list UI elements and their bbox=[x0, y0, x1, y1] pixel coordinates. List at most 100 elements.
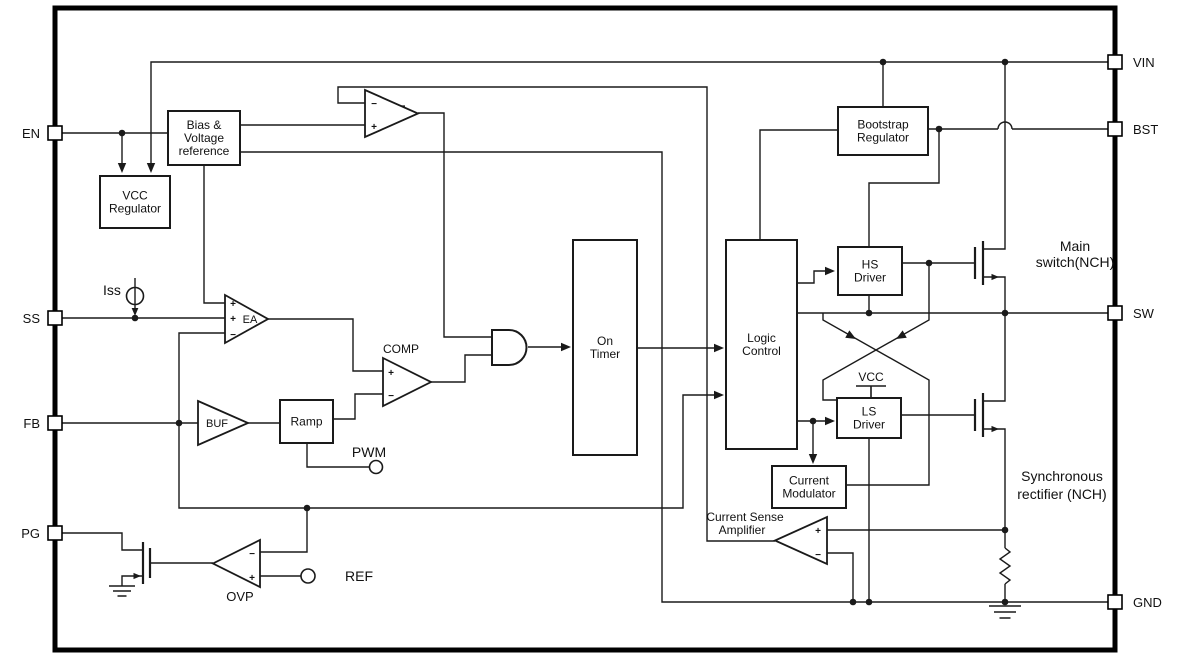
bootstrap-regulator-block-label: Bootstrap bbox=[857, 118, 909, 132]
pin-label-bst: BST bbox=[1133, 122, 1158, 137]
hysteresis-comparator bbox=[364, 88, 421, 139]
pin-gnd bbox=[1107, 594, 1123, 610]
flow-arrow bbox=[991, 425, 999, 433]
csa-minus-label: − bbox=[815, 550, 821, 561]
junction-dot bbox=[131, 314, 139, 322]
pin-en bbox=[47, 125, 63, 141]
ramp-block-label: Ramp bbox=[290, 415, 322, 429]
pin-label-sw: SW bbox=[1133, 306, 1155, 321]
flow-arrow bbox=[896, 330, 907, 339]
pin-label-ss: SS bbox=[23, 311, 41, 326]
wire-vin-rail bbox=[150, 61, 1108, 167]
csa-plus-label: + bbox=[815, 526, 821, 537]
junction-dot bbox=[175, 419, 183, 427]
junction-dot bbox=[1001, 526, 1009, 534]
junction-dot bbox=[1001, 58, 1009, 66]
flow-arrow bbox=[714, 343, 724, 353]
junction-dot bbox=[303, 504, 311, 512]
ground-symbol-pg bbox=[109, 585, 135, 597]
ls-driver-block-label: LS bbox=[862, 405, 877, 419]
ic-outline bbox=[52, 5, 1118, 653]
buf-amp bbox=[197, 399, 251, 447]
flow-arrow bbox=[825, 416, 835, 426]
junction-dot bbox=[118, 129, 126, 137]
bias-voltage-reference-block bbox=[167, 110, 241, 166]
pin-bst bbox=[1107, 121, 1123, 137]
wire-cross-sw-to-curmod bbox=[822, 313, 930, 486]
junction-dot bbox=[925, 259, 933, 267]
flow-arrow bbox=[117, 163, 127, 173]
csa-label-line2: Amplifier bbox=[719, 523, 766, 537]
wire-logic-to-bootstrap bbox=[759, 129, 838, 240]
wire-pg-line bbox=[62, 532, 143, 551]
logic-control-block bbox=[725, 239, 798, 450]
bootstrap-regulator-block-label: Regulator bbox=[857, 131, 909, 145]
bias-voltage-reference-block-label: Bias & bbox=[187, 118, 222, 132]
wire-cross-hsgate-to-ls bbox=[822, 263, 930, 401]
junction-dot bbox=[809, 417, 817, 425]
ref-terminal bbox=[300, 568, 316, 584]
pwm-comparator bbox=[382, 356, 434, 408]
on-timer-block-label: On bbox=[597, 334, 613, 348]
ground-symbol-main bbox=[989, 605, 1021, 619]
hyst-minus-label: − bbox=[371, 99, 377, 110]
flow-arrow bbox=[845, 330, 856, 339]
flow-arrow bbox=[146, 163, 156, 173]
ovp-comparator bbox=[210, 538, 261, 589]
flow-arrow bbox=[131, 307, 139, 316]
sync-rect-label-line2: rectifier (NCH) bbox=[1017, 486, 1106, 502]
bias-voltage-reference-block-label: Voltage bbox=[184, 131, 224, 145]
ref-label: REF bbox=[345, 568, 373, 584]
ea-plus-top-label: + bbox=[230, 299, 236, 310]
current-sense-amp bbox=[772, 515, 828, 566]
wire-hyst-out-to-and bbox=[418, 112, 492, 338]
ea-minus-label: − bbox=[230, 330, 236, 341]
pin-sw bbox=[1107, 305, 1123, 321]
pin-label-en: EN bbox=[22, 126, 40, 141]
wire-sync-source bbox=[983, 428, 1006, 530]
on-timer-block-label: Timer bbox=[590, 347, 620, 361]
iss-label: Iss bbox=[103, 282, 121, 298]
flow-arrow bbox=[714, 390, 724, 400]
flow-arrow bbox=[133, 572, 141, 580]
wire-ramp-to-comp-minus bbox=[333, 393, 383, 420]
and-gate bbox=[491, 329, 528, 366]
ovp-label: OVP bbox=[226, 589, 253, 604]
wire-logic-to-hs-driver bbox=[797, 270, 829, 284]
wire-ovp-minus-line bbox=[260, 508, 308, 553]
logic-control-block-label: Control bbox=[742, 344, 781, 358]
flow-arrow bbox=[825, 266, 835, 276]
wire-vin-to-main-drain bbox=[983, 62, 1006, 250]
error-amp bbox=[224, 293, 270, 345]
on-timer-block bbox=[572, 239, 638, 456]
vcc-label: VCC bbox=[858, 370, 884, 384]
ea-plus-mid-label: + bbox=[230, 314, 236, 325]
bootstrap-regulator-block bbox=[837, 106, 929, 156]
ovp-plus-label: + bbox=[249, 573, 255, 584]
junction-dot bbox=[935, 125, 943, 133]
sense-resistor bbox=[998, 547, 1012, 585]
ramp-block bbox=[279, 399, 334, 444]
pin-pg bbox=[47, 525, 63, 541]
wire-csa-minus-line bbox=[827, 552, 854, 602]
hs-driver-block-label: Driver bbox=[854, 271, 886, 285]
ovp-minus-label: − bbox=[249, 549, 255, 560]
junction-dot bbox=[1001, 309, 1009, 317]
junction-dot bbox=[849, 598, 857, 606]
bias-voltage-reference-block-label: reference bbox=[179, 144, 230, 158]
wire-fb-to-ea-ovp-logic bbox=[178, 332, 718, 509]
pwm-label: PWM bbox=[352, 444, 386, 460]
main-switch-label-line2: switch(NCH) bbox=[1036, 254, 1115, 270]
pwm-terminal bbox=[368, 459, 384, 475]
vcc-regulator-block-label: VCC bbox=[122, 189, 148, 203]
ea-label: EA bbox=[243, 314, 258, 326]
junction-dot bbox=[879, 58, 887, 66]
pin-label-gnd: GND bbox=[1133, 595, 1162, 610]
pin-label-fb: FB bbox=[23, 416, 40, 431]
current-modulator-block-label: Current bbox=[789, 474, 830, 488]
buf-label: BUF bbox=[206, 418, 228, 430]
junction-dot bbox=[1001, 598, 1009, 606]
junction-dot bbox=[865, 598, 873, 606]
